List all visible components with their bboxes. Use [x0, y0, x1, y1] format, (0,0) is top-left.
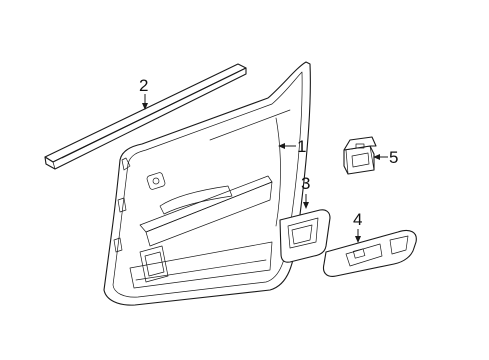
callout-5: 5: [389, 148, 398, 167]
callout-3: 3: [301, 174, 310, 193]
switch-bezel-part: [322, 229, 417, 277]
callout-4: 4: [353, 210, 362, 229]
callout-1: 1: [297, 137, 306, 156]
leader-line-4: [355, 229, 361, 243]
leader-line-1: [278, 143, 296, 149]
leader-line-2: [142, 94, 148, 110]
weatherstrip-part: [44, 63, 247, 170]
window-switch-part: [343, 136, 377, 175]
leader-line-5: [373, 154, 388, 160]
door-trim-panel-part: [103, 61, 311, 306]
callout-2: 2: [139, 76, 148, 95]
handle-bezel-part: [279, 209, 331, 263]
leader-line-3: [303, 194, 309, 209]
